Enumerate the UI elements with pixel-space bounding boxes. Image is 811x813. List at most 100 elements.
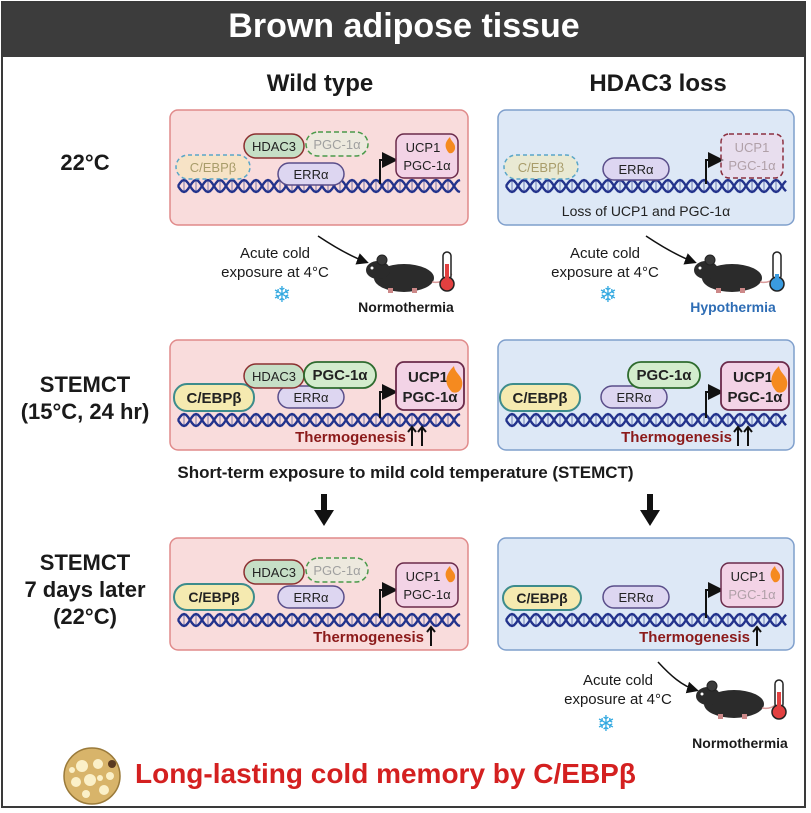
ucp1-label-wt-22c: UCP1 <box>406 140 441 155</box>
dna-ko-22c <box>505 178 787 194</box>
target-gene-box-ko-22c <box>720 133 784 179</box>
complex-ko-7days: C/EBPβ ERRα UCP1 PGC-1α Thermogenesis <box>502 562 784 646</box>
thermogenesis-label-ko-7days: Thermogenesis <box>639 629 750 646</box>
row-label-22c: 22°C <box>60 150 110 175</box>
cold-text-line2-ko-7days: exposure at 4°C <box>564 691 672 708</box>
hdac3-wt-22c <box>243 133 305 159</box>
row-label-7days-line1: STEMCT <box>39 550 131 575</box>
pgc1a-wt-stemct <box>303 361 377 389</box>
cold-text-line2-wt: exposure at 4°C <box>221 264 329 281</box>
ucp1-label-wt-stemct: UCP1 <box>408 369 448 386</box>
erra-label-ko-22c: ERRα <box>619 162 654 177</box>
stemct-definition: Short-term exposure to mild cold tempera… <box>177 463 634 482</box>
pgc1a-target-label-wt-7days: PGC-1α <box>403 587 451 602</box>
erra-ko-22c <box>602 157 670 181</box>
outcome-normothermia-wt: Normothermia <box>358 299 454 315</box>
cold-arrow-wt <box>317 235 369 265</box>
cebpb-label-wt-22c: C/EBPβ <box>190 160 237 175</box>
complex-ko-stemct: ERRα C/EBPβ PGC-1α UCP1 PGC-1α Thermogen… <box>499 361 790 446</box>
erra-label-ko-stemct: ERRα <box>617 390 652 405</box>
target-gene-box-ko-stemct <box>720 361 790 411</box>
down-arrow-ko <box>640 494 660 526</box>
cold-challenge-ko-22c: Acute cold exposure at 4°C ❄ Hypothermia <box>551 235 785 315</box>
thermometer-icon-ko-7days <box>771 679 787 720</box>
cebpb-ko-22c <box>503 154 579 180</box>
hdac3-label-wt-7days: HDAC3 <box>252 565 296 580</box>
target-gene-box-wt-stemct <box>395 361 465 411</box>
column-header-wild-type: Wild type <box>266 70 374 97</box>
thermogenesis-label-wt-stemct: Thermogenesis <box>295 429 406 446</box>
pgc1a-label-wt-7days: PGC-1α <box>313 563 361 578</box>
mouse-icon-ko-7days <box>696 680 783 719</box>
erra-label-ko-7days: ERRα <box>619 590 654 605</box>
row-label-stemct-line2: (15°C, 24 hr) <box>20 399 150 424</box>
thermometer-icon-ko <box>769 251 785 292</box>
up-arrows-wt-stemct <box>407 425 427 446</box>
row-label-7days-line3: (22°C) <box>53 604 117 629</box>
loss-note: Loss of UCP1 and PGC-1α <box>562 203 730 219</box>
cold-text-line1-ko-7days: Acute cold <box>583 672 653 689</box>
target-gene-box-wt-7days <box>395 562 459 608</box>
cebpb-ko-stemct <box>499 383 581 412</box>
up-arrow-ko-7days <box>752 625 762 646</box>
pgc1a-target-label-wt-22c: PGC-1α <box>403 158 451 173</box>
complex-ko-22c: C/EBPβ ERRα UCP1 PGC-1α Loss of UCP1 and… <box>503 133 784 219</box>
ucp1-label-ko-stemct: UCP1 <box>733 369 773 386</box>
flame-icon-wt-stemct <box>446 366 463 393</box>
complex-wt-stemct: ERRα C/EBPβ HDAC3 PGC-1α UCP1 PGC-1α The… <box>173 361 465 446</box>
pgc1a-target-label-ko-7days: PGC-1α <box>728 587 776 602</box>
cebpb-label-wt-stemct: C/EBPβ <box>187 390 242 407</box>
pgc1a-wt-7days <box>305 557 369 583</box>
ucp1-label-ko-22c: UCP1 <box>735 140 770 155</box>
up-arrows-ko-stemct <box>733 425 753 446</box>
cold-challenge-wt-22c: Acute cold exposure at 4°C ❄ Normothermi… <box>221 235 455 315</box>
dna-wt-7days <box>177 612 461 628</box>
cebpb-wt-7days <box>173 583 255 611</box>
outcome-hypothermia-ko: Hypothermia <box>690 299 776 315</box>
pgc1a-ko-stemct <box>627 361 701 389</box>
cebpb-label-ko-7days: C/EBPβ <box>516 590 568 606</box>
erra-ko-7days <box>602 585 670 609</box>
promoter-arrow-ko-7days <box>705 582 724 618</box>
pgc1a-label-wt-22c: PGC-1α <box>313 137 361 152</box>
snowflake-icon-ko: ❄ <box>599 282 617 307</box>
up-arrow-wt-7days <box>426 625 436 646</box>
promoter-arrow-wt-7days <box>379 582 398 618</box>
adipocyte-icon <box>63 747 121 805</box>
promoter-arrow-wt-stemct <box>379 384 398 418</box>
pgc1a-target-label-ko-22c: PGC-1α <box>728 158 776 173</box>
down-arrow-wt <box>314 494 334 526</box>
erra-label-wt-stemct: ERRα <box>294 390 329 405</box>
row-label-stemct-line1: STEMCT <box>39 372 131 397</box>
thermogenesis-label-wt-7days: Thermogenesis <box>313 629 424 646</box>
dna-ko-7days <box>505 612 787 628</box>
cebpb-wt-22c <box>175 154 251 180</box>
figure-title: Brown adipose tissue <box>228 7 580 45</box>
promoter-arrow-ko-stemct <box>705 384 724 418</box>
snowflake-icon-wt: ❄ <box>273 282 291 307</box>
hdac3-label-wt-22c: HDAC3 <box>252 139 296 154</box>
pgc1a-label-wt-stemct: PGC-1α <box>312 367 368 384</box>
cold-text-line1-ko: Acute cold <box>570 245 640 262</box>
hdac3-label-wt-stemct: HDAC3 <box>252 369 296 384</box>
mouse-icon-ko <box>694 254 781 293</box>
thermogenesis-label-ko-stemct: Thermogenesis <box>621 429 732 446</box>
cebpb-label-wt-7days: C/EBPβ <box>188 589 240 605</box>
flame-icon-wt-7days <box>445 566 456 583</box>
cebpb-label-ko-22c: C/EBPβ <box>518 160 565 175</box>
cold-arrow-ko <box>645 235 697 265</box>
hdac3-wt-7days <box>243 559 305 585</box>
complex-wt-7days: ERRα C/EBPβ HDAC3 PGC-1α UCP1 PGC-1α The… <box>173 557 459 646</box>
pgc1a-wt-22c <box>305 131 369 157</box>
cold-text-line2-ko: exposure at 4°C <box>551 264 659 281</box>
erra-label-wt-22c: ERRα <box>294 167 329 182</box>
pgc1a-label-ko-stemct: PGC-1α <box>636 367 692 384</box>
thermometer-icon-wt <box>439 251 455 292</box>
cebpb-wt-stemct <box>173 383 255 412</box>
ucp1-label-wt-7days: UCP1 <box>406 569 441 584</box>
target-gene-box-ko-7days <box>720 562 784 608</box>
promoter-arrow-wt-22c <box>379 152 398 184</box>
promoter-arrow-ko-22c <box>705 152 724 184</box>
